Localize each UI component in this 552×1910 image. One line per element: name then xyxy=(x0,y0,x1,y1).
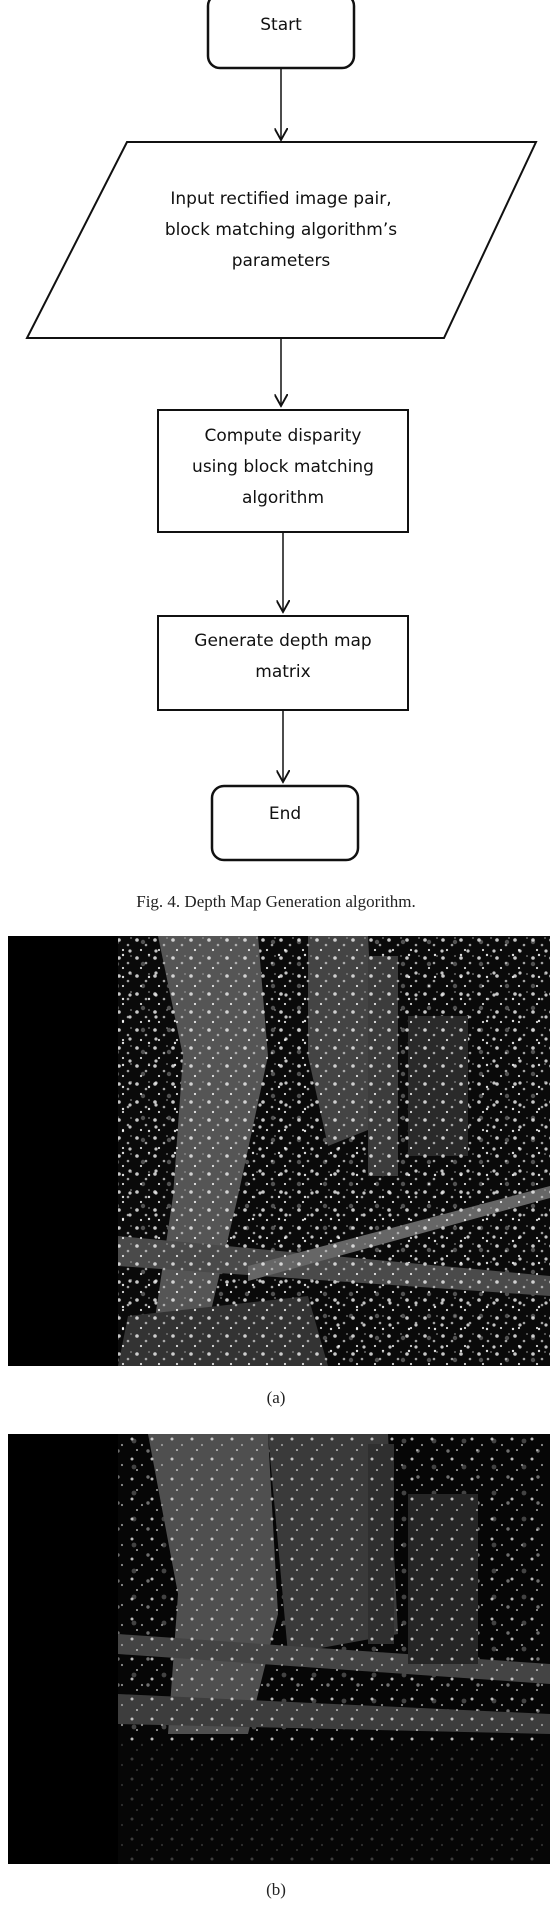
figure-caption: Fig. 4. Depth Map Generation algorithm. xyxy=(136,892,416,911)
generate-label-line2: matrix xyxy=(255,662,310,682)
compute-label-line2: using block matching xyxy=(192,457,374,477)
panel-label-b: (b) xyxy=(266,1880,286,1899)
generate-label-line1: Generate depth map xyxy=(194,631,371,651)
compute-label-line3: algorithm xyxy=(242,488,324,508)
input-label-line1: Input rectified image pair, xyxy=(170,189,391,209)
input-label-line3: parameters xyxy=(232,251,331,271)
start-label: Start xyxy=(260,15,302,35)
end-terminal xyxy=(210,784,360,862)
end-label: End xyxy=(269,804,301,824)
input-parallelogram xyxy=(25,141,538,339)
depth-map-image-a xyxy=(8,936,550,1366)
input-label-line2: block matching algorithm’s xyxy=(165,220,397,240)
flowchart: Start Input rectified image pair, block … xyxy=(25,0,538,862)
panel-label-a: (a) xyxy=(266,1388,286,1407)
compute-label-line1: Compute disparity xyxy=(205,426,362,446)
depth-map-image-b xyxy=(8,1434,550,1864)
compute-process-box xyxy=(157,409,409,533)
generate-process-box xyxy=(157,615,409,711)
